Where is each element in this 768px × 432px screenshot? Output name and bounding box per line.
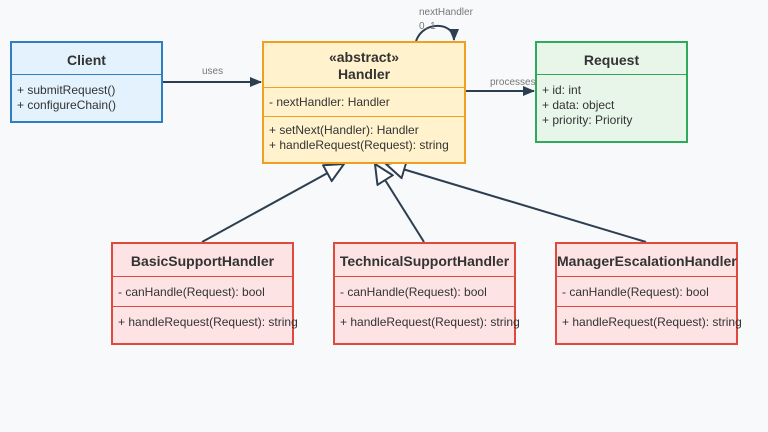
method: + submitRequest() bbox=[17, 83, 116, 97]
method: + handleRequest(Request): string bbox=[118, 315, 298, 329]
technical-inherits-handler bbox=[375, 164, 425, 243]
manager-inherits-handler bbox=[386, 164, 647, 243]
method: + handleRequest(Request): string bbox=[562, 315, 742, 329]
class-name: BasicSupportHandler bbox=[113, 244, 292, 277]
stereotype: «abstract» bbox=[328, 49, 400, 65]
client-class[interactable]: Client + submitRequest() + configureChai… bbox=[10, 41, 163, 123]
method: + setNext(Handler): Handler bbox=[269, 123, 419, 137]
request-class[interactable]: Request + id: int + data: object + prior… bbox=[535, 41, 688, 143]
class-methods: + handleRequest(Request): string bbox=[113, 307, 298, 330]
basic-inherits-handler bbox=[201, 164, 344, 243]
class-attributes: - canHandle(Request): bool bbox=[335, 277, 514, 307]
class-methods: + handleRequest(Request): string bbox=[335, 307, 520, 330]
attribute: - canHandle(Request): bool bbox=[118, 285, 265, 299]
attribute: - nextHandler: Handler bbox=[269, 95, 390, 109]
class-name: ManagerEscalationHandler bbox=[557, 244, 737, 277]
class-attributes: - canHandle(Request): bool bbox=[113, 277, 292, 307]
next-handler-self-association bbox=[415, 24, 459, 42]
technical-support-handler-class[interactable]: TechnicalSupportHandler - canHandle(Requ… bbox=[333, 242, 520, 345]
class-attributes: - nextHandler: Handler bbox=[264, 88, 464, 117]
method: + configureChain() bbox=[17, 98, 117, 112]
class-name: Client bbox=[12, 43, 161, 75]
self-role-label: nextHandler bbox=[419, 7, 473, 18]
uses-label: uses bbox=[202, 66, 224, 77]
class-name: Request bbox=[537, 43, 686, 75]
class-attributes: + id: int + data: object + priority: Pri… bbox=[537, 75, 686, 128]
attribute: + id: int bbox=[542, 83, 582, 97]
attribute: + priority: Priority bbox=[542, 113, 633, 127]
class-name: TechnicalSupportHandler bbox=[335, 244, 514, 277]
class-methods: + submitRequest() + configureChain() bbox=[12, 75, 161, 113]
class-header: «abstract» Handler bbox=[264, 43, 464, 88]
attribute: - canHandle(Request): bool bbox=[562, 285, 709, 299]
basic-support-handler-class[interactable]: BasicSupportHandler - canHandle(Request)… bbox=[111, 242, 298, 345]
attribute: + data: object bbox=[542, 98, 615, 112]
attribute: - canHandle(Request): bool bbox=[340, 285, 487, 299]
class-methods: + handleRequest(Request): string bbox=[557, 307, 742, 330]
self-multiplicity-label: 0..1 bbox=[419, 21, 436, 32]
class-attributes: - canHandle(Request): bool bbox=[557, 277, 736, 307]
handler-class[interactable]: «abstract» Handler - nextHandler: Handle… bbox=[262, 41, 466, 164]
method: + handleRequest(Request): string bbox=[340, 315, 520, 329]
method: + handleRequest(Request): string bbox=[269, 138, 449, 152]
class-methods: + setNext(Handler): Handler + handleRequ… bbox=[264, 117, 464, 153]
class-name: Handler bbox=[337, 66, 391, 82]
processes-label: processes bbox=[490, 77, 536, 88]
manager-escalation-handler-class[interactable]: ManagerEscalationHandler - canHandle(Req… bbox=[555, 242, 742, 345]
